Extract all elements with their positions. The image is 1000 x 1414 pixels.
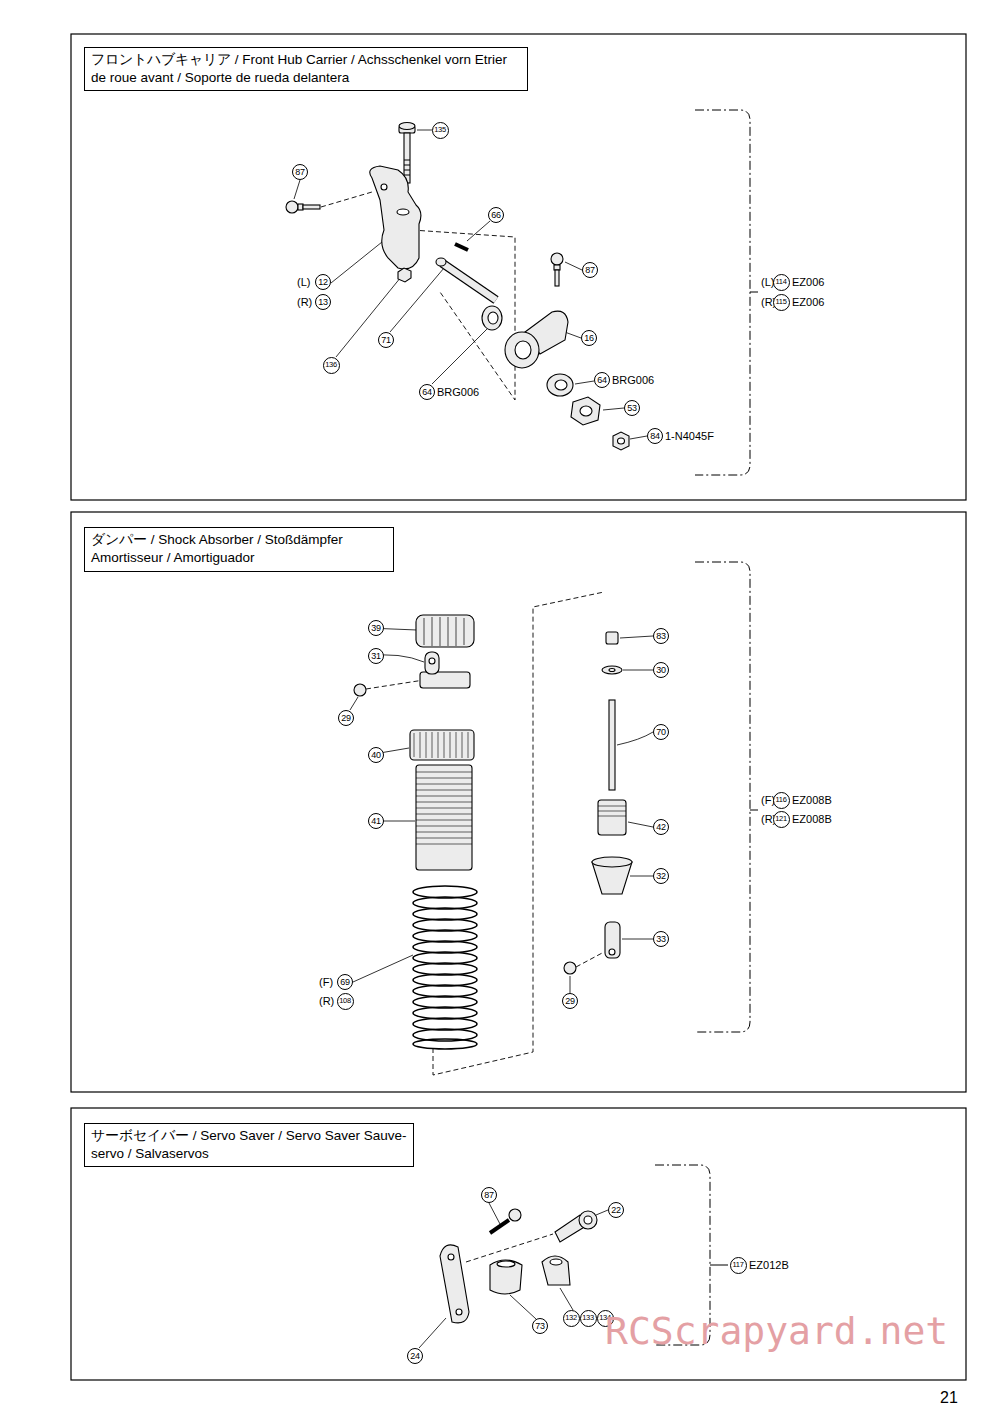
callout-number: 29	[562, 993, 578, 1009]
callout-number: 114	[773, 274, 790, 291]
callout-number: 115	[773, 294, 790, 311]
part-drawing	[354, 615, 632, 974]
callout-number: 71	[378, 332, 394, 348]
part-drawing	[286, 123, 629, 451]
part-code: BRG006	[436, 385, 480, 399]
part-code: BRG006	[611, 373, 655, 387]
section-heading: フロントハブキャリア / Front Hub Carrier / Achssch…	[91, 51, 521, 87]
callout-number: 132	[563, 1310, 580, 1327]
callout-number: 22	[608, 1202, 624, 1218]
callout-number: 31	[368, 648, 384, 664]
callout-number: 108	[337, 993, 354, 1010]
part-code: (R)	[296, 295, 313, 309]
section-heading: ダンパー / Shock Absorber / Stoßdämpfer Amor…	[91, 531, 387, 567]
callout-number: 116	[773, 792, 790, 809]
callout-number: 12	[315, 274, 331, 290]
callout-number: 66	[488, 207, 504, 223]
callout-number: 87	[481, 1187, 497, 1203]
callout-number: 136	[323, 357, 340, 374]
section-heading-box: ダンパー / Shock Absorber / Stoßdämpfer Amor…	[84, 527, 394, 572]
callout-number: 32	[653, 868, 669, 884]
part-code: EZ006	[791, 275, 825, 289]
part-code: EZ008B	[791, 812, 833, 826]
part-drawing	[440, 1209, 597, 1323]
panel-frame	[71, 1108, 966, 1380]
part-code: (R)	[318, 994, 335, 1008]
part-code: (F)	[318, 975, 334, 989]
part-code: (L)	[296, 275, 311, 289]
part-code: EZ012B	[748, 1258, 790, 1272]
section-heading-box: フロントハブキャリア / Front Hub Carrier / Achssch…	[84, 47, 528, 91]
callout-number: 42	[653, 819, 669, 835]
watermark: RCScrapyard.net	[605, 1308, 948, 1354]
spring-coil	[413, 886, 477, 1049]
callout-number: 87	[582, 262, 598, 278]
panel-frame	[71, 512, 966, 1092]
callout-number: 64	[419, 384, 435, 400]
section-heading: サーボセイバー / Servo Saver / Servo Saver Sauv…	[91, 1127, 407, 1163]
bracket-tick	[710, 292, 758, 1265]
callout-number: 69	[337, 974, 353, 990]
callout-number: 70	[653, 724, 669, 740]
callout-number: 16	[581, 330, 597, 346]
callout-number: 41	[368, 813, 384, 829]
part-code: EZ008B	[791, 793, 833, 807]
callout-number: 40	[368, 747, 384, 763]
callout-number: 83	[653, 628, 669, 644]
callout-number: 33	[653, 931, 669, 947]
callout-number: 53	[624, 400, 640, 416]
callout-number: 13	[315, 294, 331, 310]
part-code: 1-N4045F	[664, 429, 715, 443]
callout-number: 73	[532, 1318, 548, 1334]
panel-frame	[71, 34, 966, 500]
assembly-bracket	[655, 110, 750, 1345]
part-code: EZ006	[791, 295, 825, 309]
callout-number: 84	[647, 428, 663, 444]
page-number: 21	[940, 1388, 958, 1408]
callout-number: 24	[407, 1348, 423, 1364]
callout-number: 87	[292, 164, 308, 180]
section-heading-box: サーボセイバー / Servo Saver / Servo Saver Sauv…	[84, 1123, 414, 1167]
callout-number: 117	[730, 1257, 747, 1274]
callout-number: 30	[653, 662, 669, 678]
callout-number: 64	[594, 372, 610, 388]
callout-number: 121	[773, 811, 790, 828]
assembly-line	[321, 192, 604, 1262]
callout-number: 29	[338, 710, 354, 726]
callout-number: 133	[580, 1310, 597, 1327]
callout-number: 39	[368, 620, 384, 636]
callout-number: 135	[432, 122, 449, 139]
